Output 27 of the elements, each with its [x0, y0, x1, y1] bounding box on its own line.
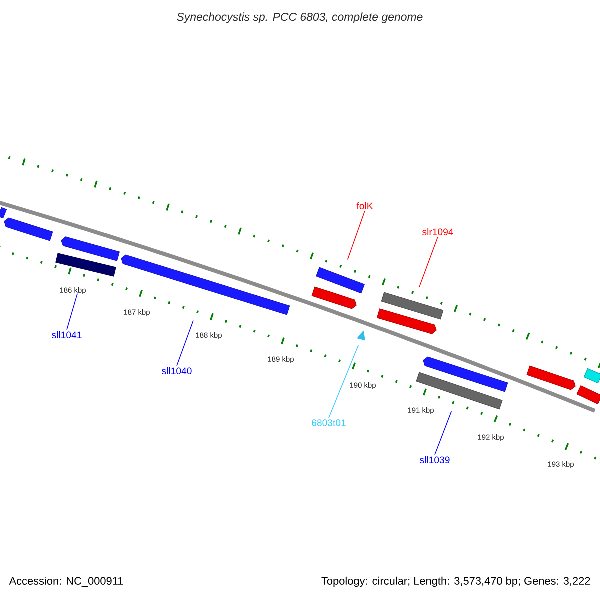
accession-text: Accession: NC_000911 — [9, 576, 124, 588]
leader-line — [176, 320, 194, 366]
genome-stats-text: Topology: circular; Length: 3,573,470 bp; Genes: 3,222 — [322, 576, 590, 588]
gene-label: slr1094 — [422, 228, 454, 236]
gene-feature — [61, 236, 120, 262]
leader-line — [328, 345, 359, 418]
gene-feature — [56, 253, 116, 277]
gene-feature — [526, 366, 576, 390]
leader-line — [434, 411, 452, 456]
title: Synechocystis sp. PCC 6803, complete genome — [177, 12, 423, 24]
feature-triangle — [357, 330, 366, 341]
leader-line — [419, 236, 438, 288]
gene-label: 6803t01 — [312, 420, 346, 426]
gene-feature — [4, 218, 54, 242]
gene-label: sll1040 — [162, 367, 192, 375]
gene-label: sll1041 — [52, 331, 82, 339]
gene-feature — [121, 254, 290, 316]
leader-line — [347, 210, 366, 260]
gene-label: sll1039 — [420, 456, 450, 464]
gene-feature — [312, 286, 357, 310]
leader-line — [66, 293, 78, 330]
gene-feature — [381, 292, 444, 320]
gene-feature — [316, 267, 365, 294]
gene-label: folK — [356, 202, 374, 210]
gene-feature — [423, 356, 508, 392]
gene-feature — [376, 308, 437, 334]
gene-feature — [584, 368, 600, 384]
